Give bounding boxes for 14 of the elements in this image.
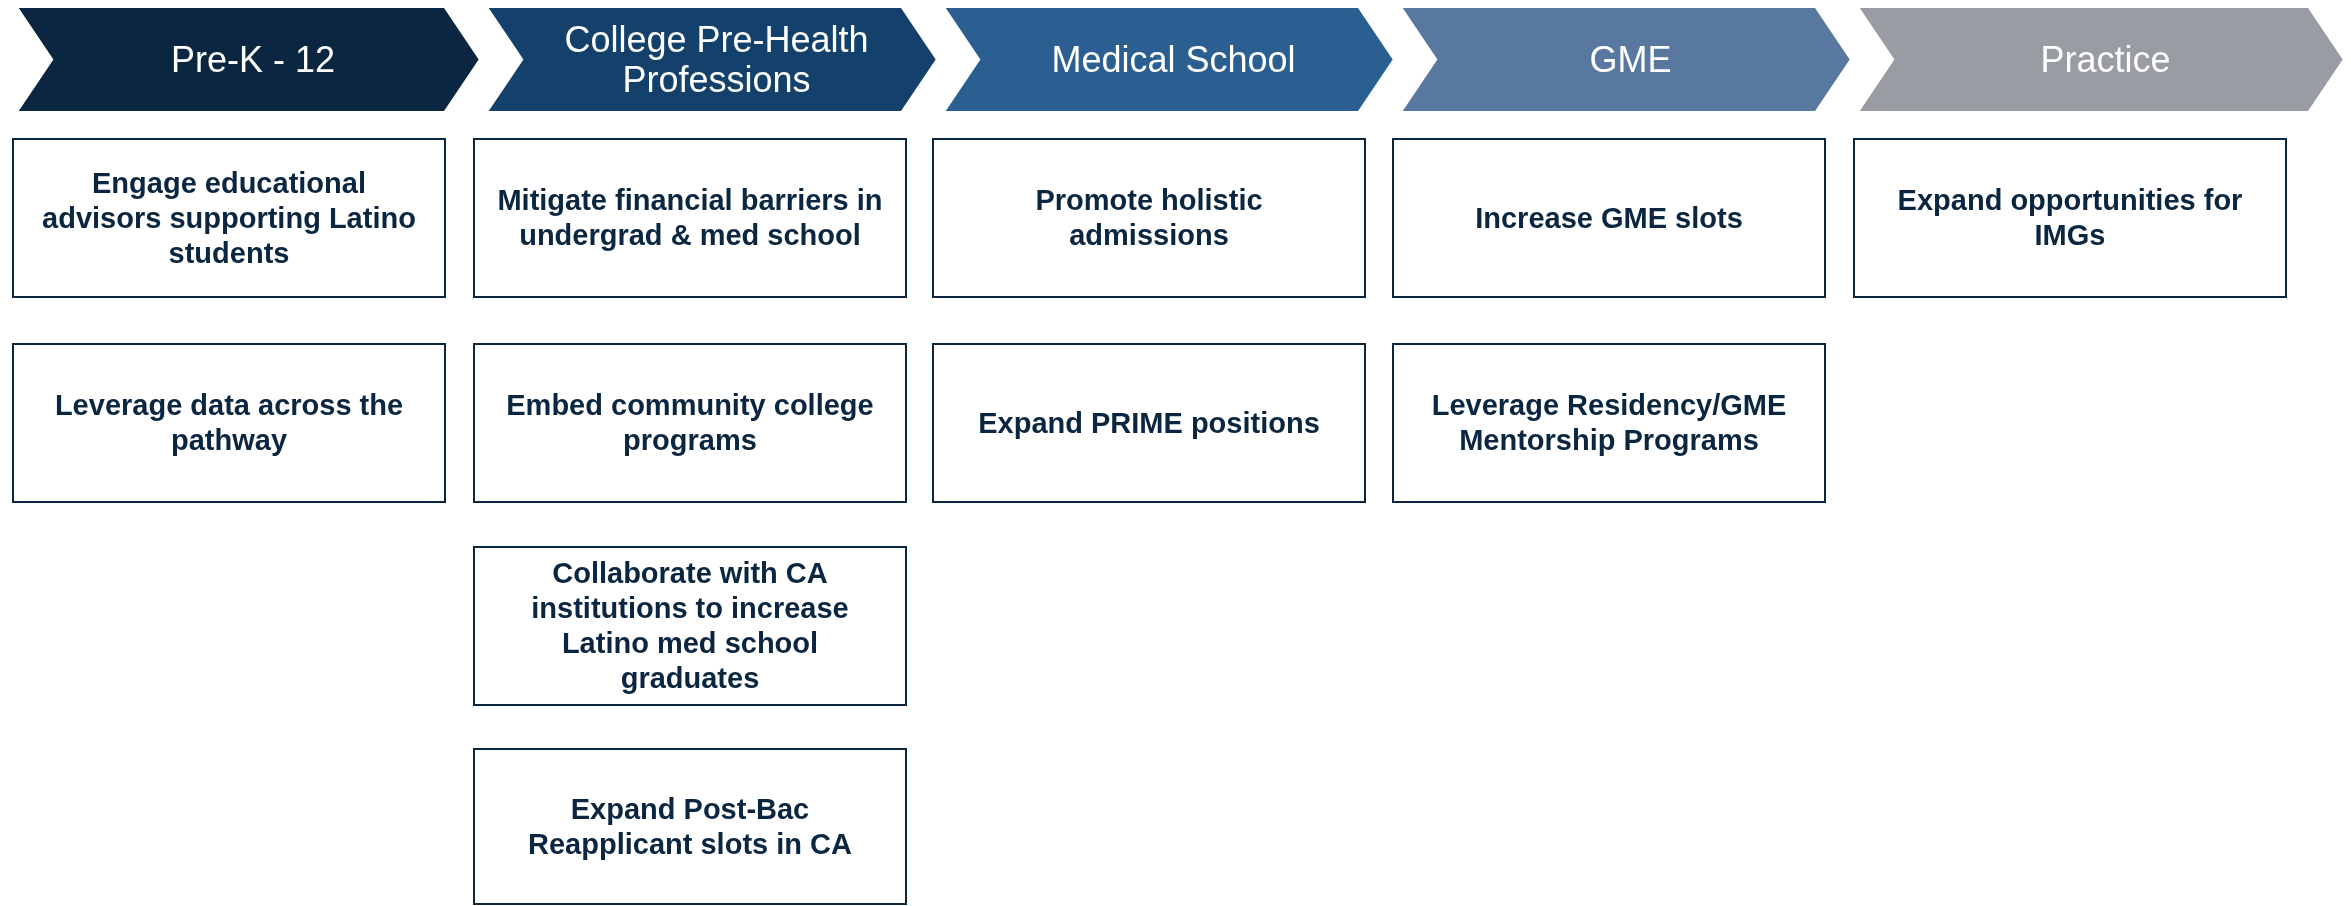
action-box: Embed community college programs [473,343,907,503]
chevron-stage: College Pre-Health Professions [485,6,938,113]
action-box: Promote holistic admissions [932,138,1366,298]
action-box: Mitigate financial barriers in undergrad & med school [473,138,907,298]
action-box: Increase GME slots [1392,138,1826,298]
action-box: Leverage data across the pathway [12,343,446,503]
action-box: Expand opportunities for IMGs [1853,138,2287,298]
chevron-stage: Medical School [942,6,1395,113]
action-box: Expand Post-Bac Reapplicant slots in CA [473,748,907,905]
action-box: Expand PRIME positions [932,343,1366,503]
action-box: Leverage Residency/GME Mentorship Programs [1392,343,1826,503]
action-box: Engage educational advisors supporting Latino students [12,138,446,298]
chevron-stage: Pre-K - 12 [15,6,481,113]
action-box: Collaborate with CA institutions to increase Latino med school graduates [473,546,907,706]
